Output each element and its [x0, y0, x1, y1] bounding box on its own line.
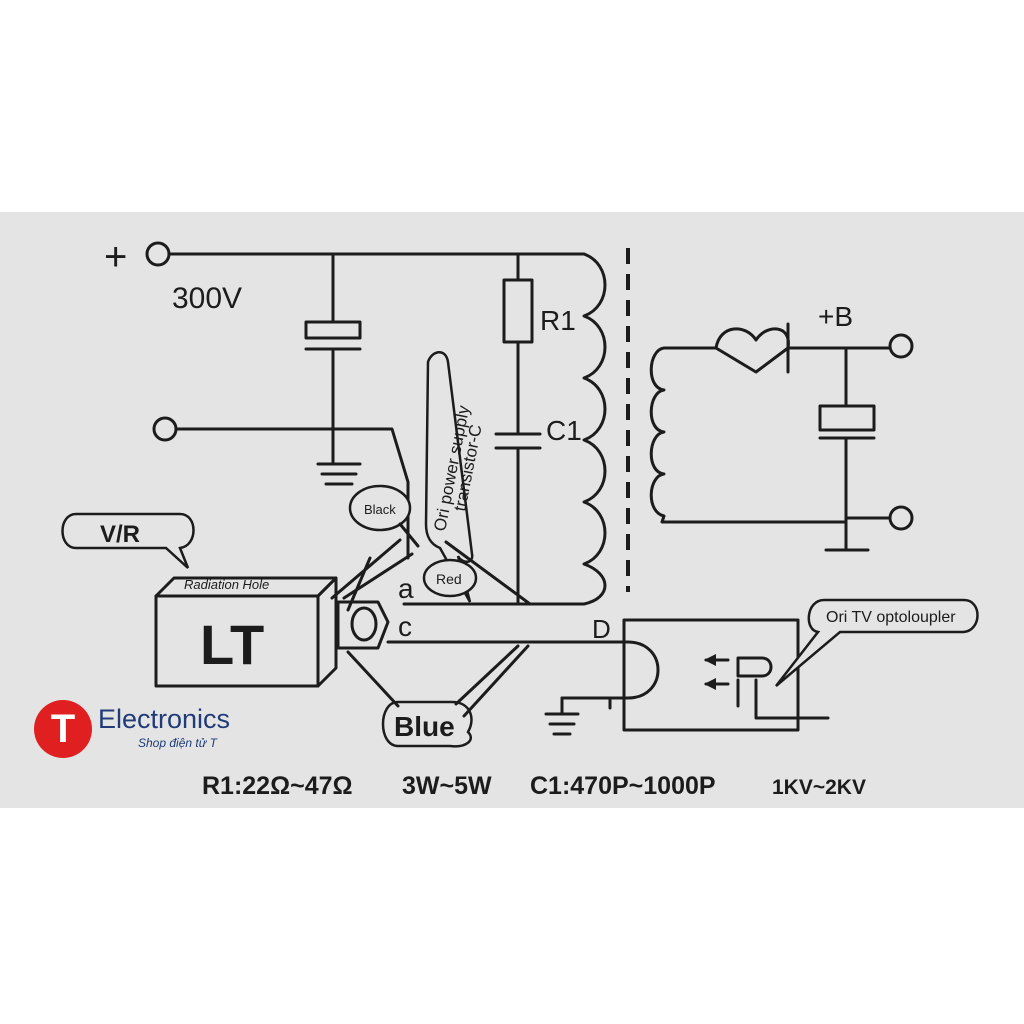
output-diode [714, 322, 790, 374]
black-lead-label: Black [364, 502, 396, 517]
pin-c-label: c [398, 611, 412, 642]
d-loop-wire [608, 640, 660, 710]
spec-voltage-rating: 1KV~2KV [772, 776, 866, 799]
spec-line: R1:22Ω~47Ω 3W~5W C1:470P~1000P 1KV~2KV [202, 772, 866, 800]
red-lead-label: Red [436, 571, 462, 587]
spec-r1: R1:22Ω~47Ω [202, 772, 353, 800]
optocoupler-label: Ori TV optoloupler [826, 609, 956, 626]
ground-symbol-bottom [544, 696, 612, 736]
blue-pointer-1 [346, 650, 400, 708]
output-terminal-negative [888, 505, 914, 531]
capacitor-c1 [494, 340, 542, 606]
lt-connector-ring [350, 606, 378, 642]
c1-label: C1 [546, 415, 582, 446]
circuit-diagram: + 300V R1 C1 +B [61, 235, 979, 800]
vr-label: V/R [100, 521, 140, 548]
red-lead-bubble [422, 558, 478, 598]
lt-label: LT [200, 613, 264, 676]
transistor-note-pointer [444, 540, 532, 606]
pin-a-label: a [398, 573, 414, 604]
transformer-primary-winding [402, 252, 607, 606]
plus-b-label: +B [818, 301, 853, 332]
optocoupler-box [622, 618, 800, 732]
blue-pointer-3 [462, 644, 530, 718]
transistor-note-bubble [424, 351, 474, 603]
diagram-sheet: + 300V R1 C1 +B [0, 212, 1024, 808]
optocoupler-bubble [775, 598, 979, 687]
logo-badge: T [34, 700, 92, 758]
optocoupler-symbol [704, 654, 830, 720]
resistor-r1 [502, 252, 534, 344]
blue-pointer-2 [454, 644, 520, 706]
spec-c1: C1:470P~1000P [530, 772, 716, 800]
pin-d-label: D [592, 614, 611, 644]
output-capacitor [818, 346, 876, 552]
vr-bubble [61, 512, 195, 569]
spec-power: 3W~5W [402, 772, 492, 800]
ground-symbol-left [316, 462, 362, 486]
output-terminal-positive [888, 333, 914, 359]
input-terminal-secondary [152, 416, 178, 442]
logo-tagline: Shop điện tử T [138, 736, 217, 750]
r1-label: R1 [540, 305, 576, 336]
voltage-label: 300V [172, 282, 242, 315]
transformer-secondary-winding [649, 346, 848, 524]
logo-badge-letter: T [50, 707, 76, 751]
blue-lead-label: Blue [394, 711, 455, 742]
black-lead-wire [174, 427, 410, 560]
black-lead-bubble [348, 484, 412, 532]
input-terminal-positive [145, 241, 171, 267]
plus-terminal-label: + [104, 235, 127, 279]
lt-module [154, 576, 338, 688]
filter-capacitor [304, 252, 362, 464]
black-lead-pointer [398, 522, 420, 548]
logo-name: Electronics [98, 704, 231, 734]
radiation-hole-label: Radiation Hole [184, 577, 269, 592]
shop-logo: T Electronics Shop điện tử T [34, 700, 274, 764]
lt-connector [336, 600, 390, 650]
